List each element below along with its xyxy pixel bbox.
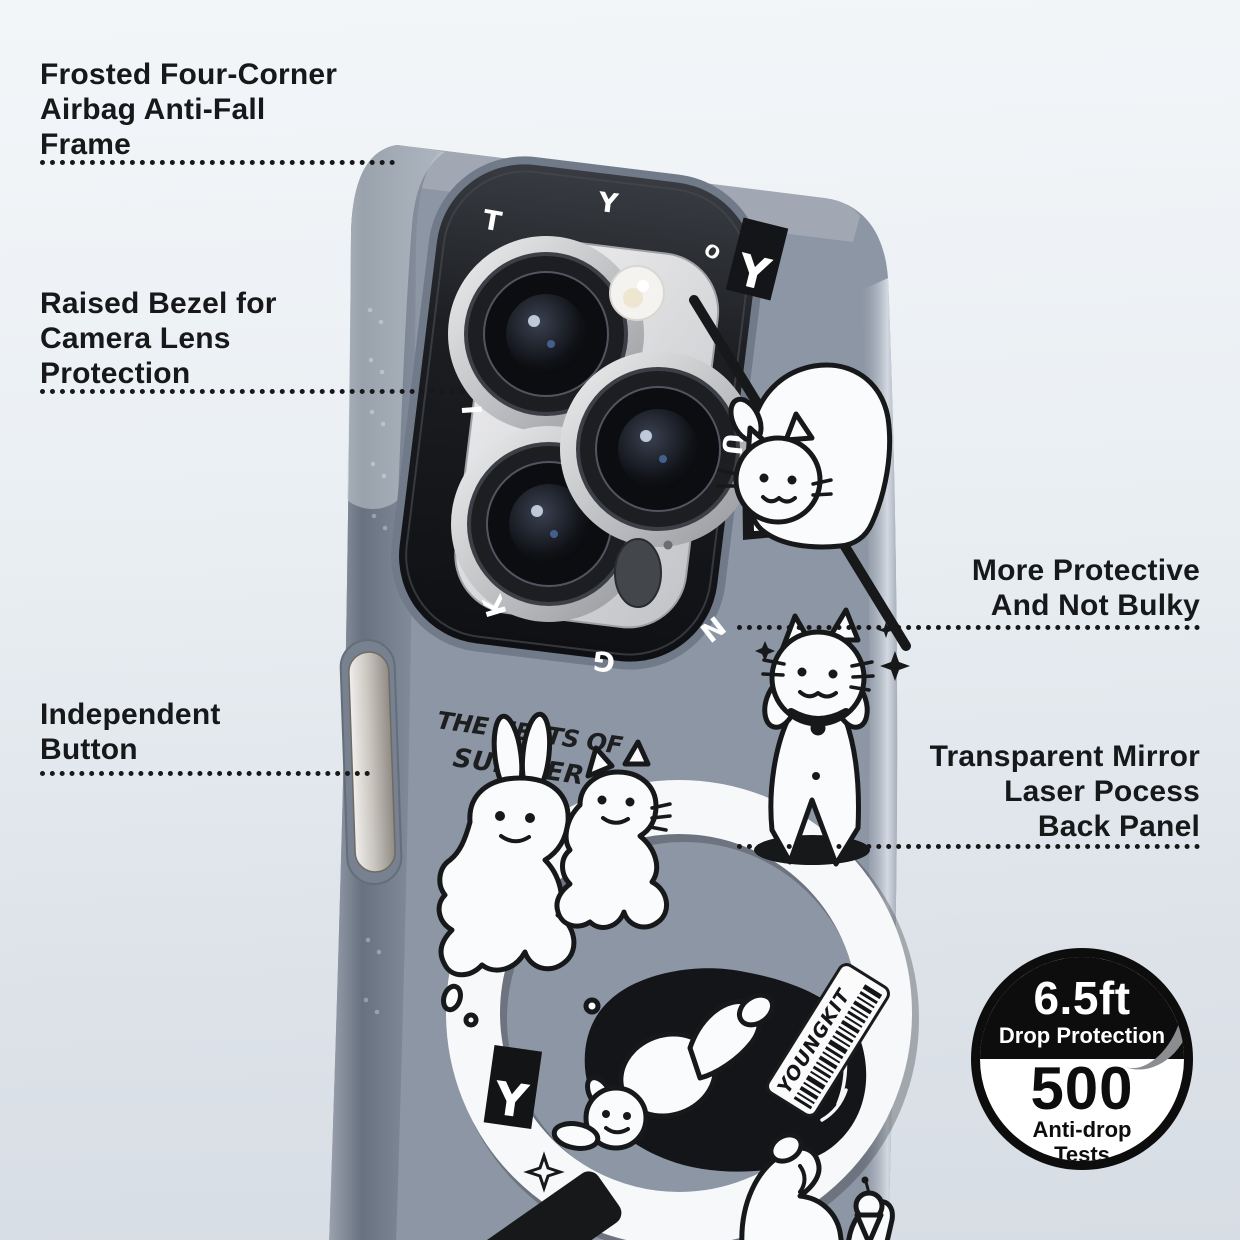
ring-letter-i: I [455,404,487,416]
callout-frosted-line3: Frame [40,128,132,161]
callout-raised-line2: Camera Lens [40,322,231,355]
callout-raised-leader-line [40,389,465,394]
lidar-sensor [614,538,662,608]
callout-protective-line1: More Protective [971,554,1200,587]
callout-raised-line3: Protection [40,357,191,390]
ink-blob [584,968,867,1172]
badge-top-half: 6.5ft Drop Protection [980,957,1184,1085]
camera-module: T Y O U N G K I [391,156,764,678]
ink-blob-diving-bunny [551,968,867,1172]
ring-letter-g: G [591,644,617,678]
frosted-corner-bumper [347,145,445,509]
ice-cream-icon [853,1176,885,1240]
callout-mirror-line1: Transparent Mirror [929,740,1200,773]
callout-raised-bezel: Raised Bezel for Camera Lens Protection [40,286,277,391]
y-sticker-top: Y [725,217,789,302]
callout-mirror-line3: Back Panel [1037,810,1200,843]
callout-mirror-line2: Laser Pocess [1004,775,1200,808]
badge-tests-count: 500 [1030,1055,1134,1122]
callout-back-panel: Transparent Mirror Laser Pocess Back Pan… [930,739,1200,844]
barcode-stripes [793,984,883,1110]
top-right-print [689,295,911,651]
callout-more-protective: More Protective And Not Bulky [972,553,1200,623]
drop-protection-badge: 6.5ft Drop Protection 500 Anti-drop Test… [971,948,1193,1170]
flash-light [609,265,665,321]
bottom-dark-sticker [469,1171,622,1240]
callout-protective-line2: And Not Bulky [990,589,1200,622]
badge-bottom-half: 500 Anti-drop Tests [980,1055,1184,1162]
callout-frosted-frame: Frosted Four-Corner Airbag Anti-Fall Fra… [40,57,337,162]
callout-button-line1: Independent [40,698,221,731]
badge-drop-label: Drop Protection [998,1023,1166,1048]
callout-frosted-leader-line [40,160,395,165]
lounging-cat-illustration [716,362,893,550]
badge-tests-line1: Anti-drop [1032,1117,1132,1142]
ring-letter-y: Y [595,187,620,220]
badge-drop-height: 6.5ft [1033,972,1131,1024]
side-grip-texture [363,307,388,1015]
lens-right [560,351,756,547]
callout-independent-button: Independent Button [40,697,221,767]
callout-frosted-line2: Airbag Anti-Fall [40,93,266,126]
diving-bunny-illustration [551,992,776,1151]
y-sticker-ring: Y [483,1045,543,1129]
standing-cat-illustration [754,607,910,867]
independent-button [348,651,396,873]
callout-button-leader-line [40,771,370,776]
callout-mirror-leader-line [737,844,1200,849]
side-button-area [339,639,403,885]
callout-protective-leader-line [737,625,1200,630]
melting-bunny-illustration [436,711,577,1028]
y-sticker-ring-letter: Y [490,1071,532,1129]
callout-frosted-line1: Frosted Four-Corner [40,58,338,91]
callout-button-line2: Button [40,733,138,766]
badge-tests-line2: Tests [1054,1142,1110,1167]
sparkle-icon [755,622,910,681]
mic-dot [663,540,673,550]
callout-raised-line1: Raised Bezel for [40,287,277,320]
